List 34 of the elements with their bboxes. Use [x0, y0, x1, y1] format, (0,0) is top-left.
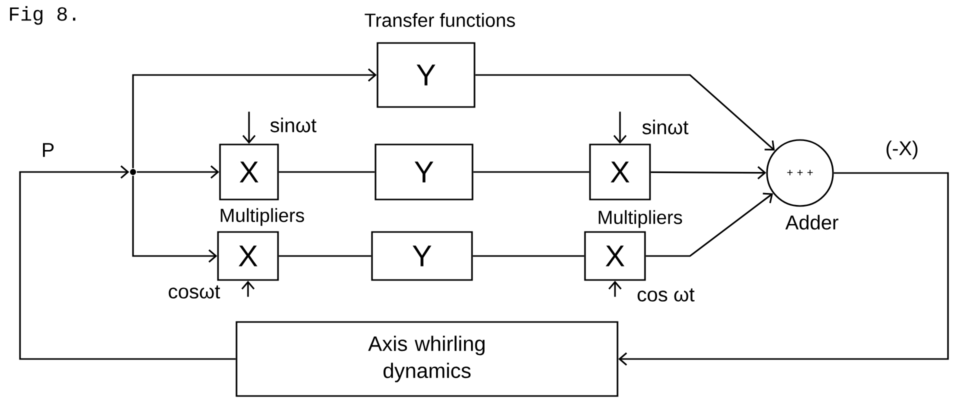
- arrow: [650, 166, 766, 180]
- edge-label: sinωt: [268, 116, 318, 134]
- text-label: Multipliers: [220, 208, 304, 226]
- arrow: [136, 165, 220, 179]
- arrow: [132, 68, 377, 168]
- edge-label: sinωt: [640, 118, 690, 136]
- edge-label: cosωt: [166, 284, 222, 300]
- connector-line: [278, 171, 375, 173]
- block-box: X: [217, 231, 279, 281]
- text-label: Multipliers: [598, 210, 682, 228]
- input-arrow: [613, 112, 627, 144]
- input-arrow: [608, 280, 622, 297]
- arrow: [618, 172, 949, 366]
- arrow: [19, 165, 236, 360]
- block-box: X: [589, 144, 651, 200]
- block-box: X: [219, 144, 279, 200]
- edge-label: cos ωt: [636, 287, 696, 303]
- arrow: [132, 176, 218, 263]
- block-box: Y: [376, 42, 476, 108]
- input-arrow: [242, 112, 256, 144]
- connector-line: [278, 255, 372, 257]
- block-box: Y: [371, 231, 473, 281]
- edge-label: (-X): [884, 140, 920, 160]
- connector-line: [473, 171, 590, 173]
- connector-line: [472, 255, 584, 257]
- input-arrow: [241, 280, 255, 297]
- arrow: [646, 192, 774, 257]
- dynamics-box: Axis whirling dynamics: [236, 321, 618, 397]
- arrow: [475, 74, 775, 150]
- block-box: Y: [374, 144, 474, 200]
- node-caption: Adder: [785, 214, 838, 230]
- edge-label: P: [40, 142, 56, 158]
- figure-title: Fig 8.: [10, 6, 76, 25]
- block-box: X: [584, 231, 646, 281]
